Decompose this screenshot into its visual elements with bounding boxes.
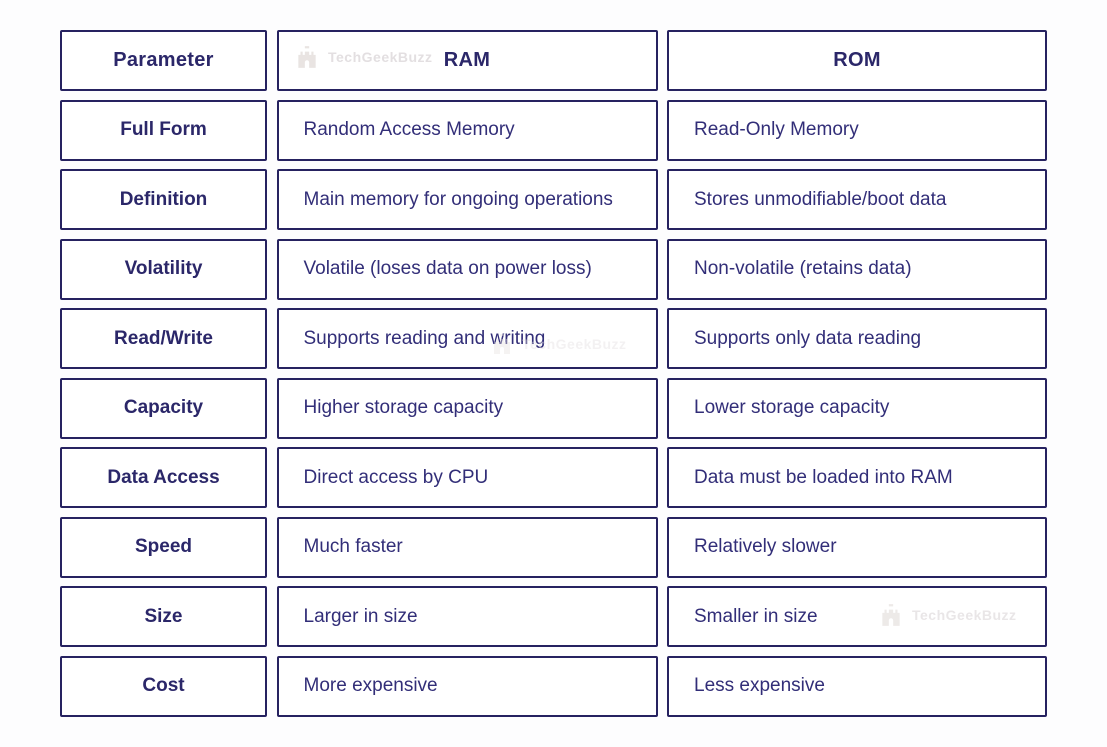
rom-cell-read-write: Supports only data reading [667, 308, 1047, 369]
ram-cell-volatility: Volatile (loses data on power loss) [276, 238, 658, 300]
rom-cell-volatility: Non-volatile (retains data) [667, 238, 1047, 300]
ram-rom-comparison-table: Parameter RAM ROM Full Form Random Acces… [60, 30, 1047, 717]
param-cell-size: Size [60, 586, 267, 647]
param-cell-speed: Speed [60, 516, 267, 578]
param-cell-volatility: Volatility [60, 238, 267, 300]
ram-cell-cost: More expensive [276, 655, 658, 717]
param-cell-data-access: Data Access [60, 447, 267, 508]
param-cell-full-form: Full Form [60, 99, 267, 161]
param-cell-cost: Cost [60, 655, 267, 717]
ram-cell-read-write: Supports reading and writing [276, 308, 658, 369]
param-cell-definition: Definition [60, 169, 267, 230]
ram-cell-data-access: Direct access by CPU [276, 447, 658, 508]
header-parameter: Parameter [60, 30, 267, 91]
ram-cell-size: Larger in size [276, 586, 658, 647]
rom-cell-definition: Stores unmodifiable/boot data [667, 169, 1047, 230]
rom-cell-cost: Less expensive [667, 655, 1047, 717]
rom-cell-full-form: Read-Only Memory [667, 99, 1047, 161]
header-rom: ROM [667, 30, 1047, 91]
param-cell-read-write: Read/Write [60, 308, 267, 369]
rom-cell-size: Smaller in size [667, 586, 1047, 647]
ram-cell-full-form: Random Access Memory [276, 99, 658, 161]
rom-cell-speed: Relatively slower [667, 516, 1047, 578]
rom-cell-capacity: Lower storage capacity [667, 377, 1047, 439]
ram-cell-definition: Main memory for ongoing operations [276, 169, 658, 230]
ram-cell-speed: Much faster [276, 516, 658, 578]
rom-cell-data-access: Data must be loaded into RAM [667, 447, 1047, 508]
ram-cell-capacity: Higher storage capacity [276, 377, 658, 439]
param-cell-capacity: Capacity [60, 377, 267, 439]
header-ram: RAM [276, 30, 658, 91]
